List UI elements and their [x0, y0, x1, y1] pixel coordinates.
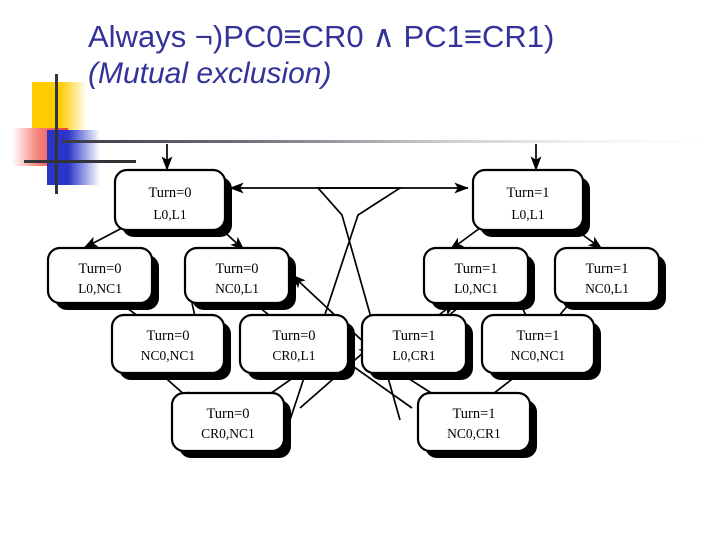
yellow-square-icon — [32, 82, 87, 132]
node-label-locations: NC0,NC1 — [141, 348, 195, 363]
node-label-turn: Turn=1 — [506, 185, 549, 201]
node-label-turn: Turn=0 — [78, 261, 121, 277]
node-layer: Turn=0L0,L1Turn=1L0,L1Turn=0L0,NC1Turn=0… — [46, 168, 666, 458]
entry-arrow-layer — [161, 144, 542, 171]
node-box[interactable] — [170, 391, 286, 453]
edge-n0-to-n2 — [83, 227, 123, 249]
state-node[interactable]: Turn=1L0,CR1 — [360, 313, 473, 380]
node-label-turn: Turn=0 — [272, 328, 315, 344]
node-label-locations: L0,L1 — [511, 207, 544, 222]
title-divider-rule — [62, 140, 710, 143]
title-line-2: (Mutual exclusion) — [88, 57, 332, 90]
node-label-locations: NC0,L1 — [215, 281, 259, 296]
node-label-locations: CR0,L1 — [272, 348, 315, 363]
node-box[interactable] — [416, 391, 532, 453]
node-label-turn: Turn=0 — [148, 185, 191, 201]
node-label-locations: NC0,L1 — [585, 281, 629, 296]
node-label-turn: Turn=1 — [392, 328, 435, 344]
node-box[interactable] — [471, 168, 585, 232]
title-line-1: Always ¬)PC0≡CR0 ∧ PC1≡CR1) — [88, 19, 555, 54]
cross-vertical-line — [55, 74, 58, 194]
node-label-locations: CR0,NC1 — [201, 426, 255, 441]
node-label-turn: Turn=1 — [452, 406, 495, 422]
node-label-locations: NC0,CR1 — [447, 426, 501, 441]
node-label-turn: Turn=0 — [206, 406, 249, 422]
state-node[interactable]: Turn=1L0,NC1 — [422, 246, 535, 310]
state-node[interactable]: Turn=0L0,L1 — [113, 168, 232, 237]
node-box[interactable] — [480, 313, 596, 375]
state-node[interactable]: Turn=1L0,L1 — [471, 168, 590, 237]
node-box[interactable] — [46, 246, 154, 305]
node-label-locations: L0,NC1 — [78, 281, 122, 296]
node-label-locations: NC0,NC1 — [511, 348, 565, 363]
node-box[interactable] — [553, 246, 661, 305]
node-label-locations: L0,NC1 — [454, 281, 498, 296]
edge-n1-to-n4 — [449, 227, 481, 251]
node-box[interactable] — [183, 246, 291, 305]
node-label-turn: Turn=1 — [454, 261, 497, 277]
node-box[interactable] — [422, 246, 530, 305]
node-label-locations: L0,L1 — [153, 207, 186, 222]
edge-n7-to-n3 — [291, 274, 371, 349]
node-label-turn: Turn=0 — [215, 261, 258, 277]
cross-horizontal-line — [24, 160, 136, 163]
node-label-turn: Turn=1 — [516, 328, 559, 344]
node-box[interactable] — [238, 313, 350, 375]
node-box[interactable] — [110, 313, 226, 375]
node-label-turn: Turn=0 — [146, 328, 189, 344]
node-label-turn: Turn=1 — [585, 261, 628, 277]
node-box[interactable] — [360, 313, 468, 375]
state-node[interactable]: Turn=0L0,NC1 — [46, 246, 159, 310]
powerpoint-deco-logo — [0, 60, 136, 194]
node-label-locations: L0,CR1 — [392, 348, 435, 363]
slide-title: Always ¬)PC0≡CR0 ∧ PC1≡CR1) (Mutual excl… — [88, 18, 698, 92]
node-box[interactable] — [113, 168, 227, 232]
